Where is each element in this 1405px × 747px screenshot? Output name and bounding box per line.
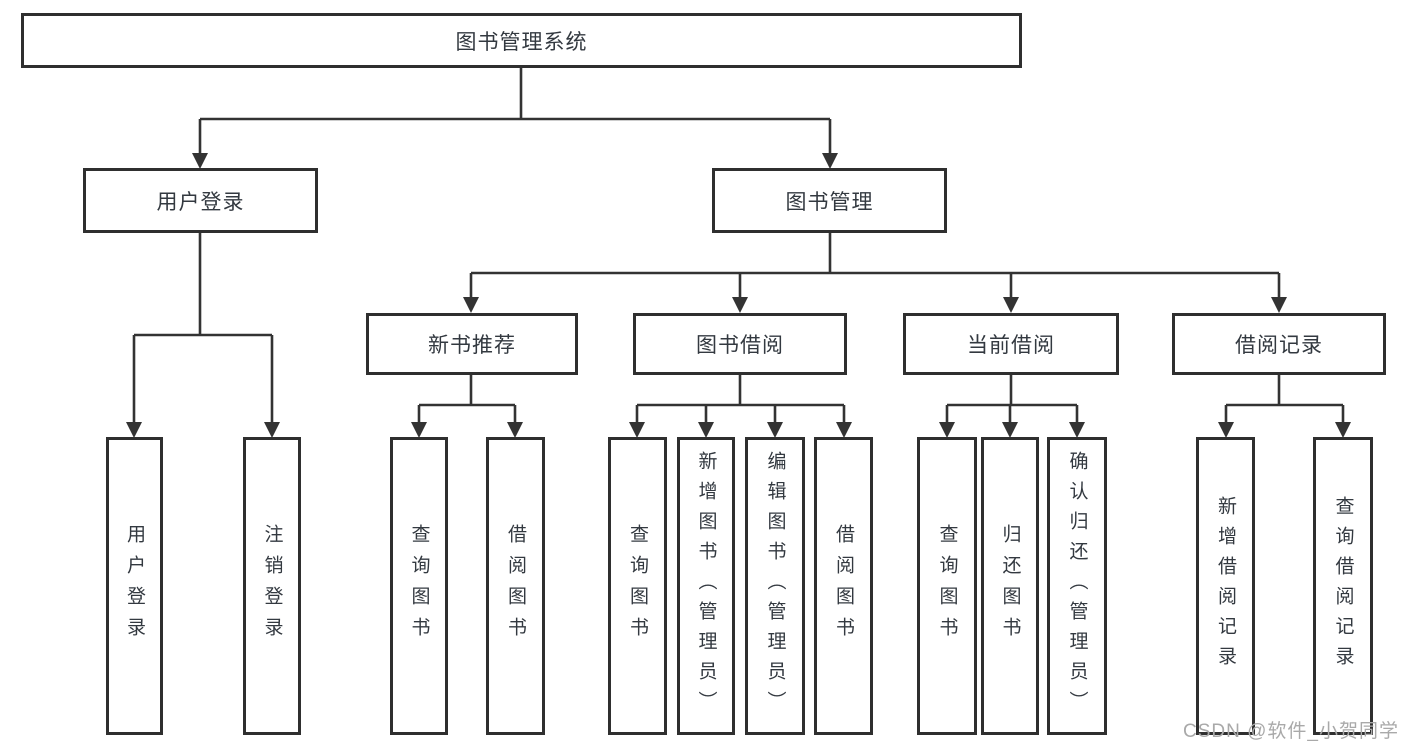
arrowhead-icon (126, 422, 142, 438)
leaf-query-borrow-record: 查询借阅记录 (1313, 437, 1373, 735)
node-new-book-recommend: 新书推荐 (366, 313, 578, 375)
leaf-label: 借阅图书 (833, 524, 854, 648)
node-borrowing-records: 借阅记录 (1172, 313, 1386, 375)
arrowhead-icon (1003, 297, 1019, 313)
leaf-label: 查询借阅记录 (1332, 496, 1354, 676)
leaf-label: 查询图书 (408, 524, 430, 648)
leaf-add-borrow-record: 新增借阅记录 (1196, 437, 1255, 735)
leaf-label: 用户登录 (124, 524, 145, 648)
node-current-borrowing: 当前借阅 (903, 313, 1119, 375)
arrowhead-icon (411, 422, 427, 438)
leaf-query-books-1: 查询图书 (390, 437, 448, 735)
arrowhead-icon (1218, 422, 1234, 438)
arrowhead-icon (463, 297, 479, 313)
leaf-query-books-3: 查询图书 (917, 437, 977, 735)
arrowhead-icon (1002, 422, 1018, 438)
leaf-return-books: 归还图书 (981, 437, 1039, 735)
node-library-system: 图书管理系统 (21, 13, 1022, 68)
leaf-confirm-return-admin: 确认归还（管理员） (1047, 437, 1107, 735)
leaf-label: 注销登录 (261, 524, 283, 648)
arrowhead-icon (1271, 297, 1287, 313)
arrowhead-icon (629, 422, 645, 438)
leaf-label: 查询图书 (936, 524, 958, 648)
node-book-management: 图书管理 (712, 168, 947, 233)
leaf-edit-books-admin: 编辑图书（管理员） (745, 437, 805, 735)
leaf-borrow-books-2: 借阅图书 (814, 437, 873, 735)
arrowhead-icon (939, 422, 955, 438)
arrowhead-icon (1335, 422, 1351, 438)
leaf-query-books-2: 查询图书 (608, 437, 667, 735)
leaf-borrow-books-1: 借阅图书 (486, 437, 545, 735)
csdn-watermark: CSDN @软件_小贺同学 (1183, 721, 1399, 742)
leaf-logout: 注销登录 (243, 437, 301, 735)
arrowhead-icon (264, 422, 280, 438)
arrowhead-icon (732, 297, 748, 313)
leaf-label: 新增借阅记录 (1215, 496, 1236, 676)
node-book-borrowing: 图书借阅 (633, 313, 847, 375)
arrowhead-icon (507, 422, 523, 438)
leaf-add-books-admin: 新增图书（管理员） (677, 437, 735, 735)
leaf-label: 查询图书 (627, 524, 648, 648)
node-user-login: 用户登录 (83, 168, 318, 233)
arrowhead-icon (836, 422, 852, 438)
leaf-label: 确认归还（管理员） (1066, 451, 1088, 721)
leaf-label: 新增图书（管理员） (695, 451, 717, 721)
arrowhead-icon (192, 153, 208, 169)
leaf-label: 编辑图书（管理员） (764, 451, 786, 721)
arrowhead-icon (822, 153, 838, 169)
leaf-label: 归还图书 (999, 524, 1021, 648)
leaf-label: 借阅图书 (505, 524, 526, 648)
arrowhead-icon (1069, 422, 1085, 438)
arrowhead-icon (698, 422, 714, 438)
leaf-user-login: 用户登录 (106, 437, 163, 735)
arrowhead-icon (767, 422, 783, 438)
